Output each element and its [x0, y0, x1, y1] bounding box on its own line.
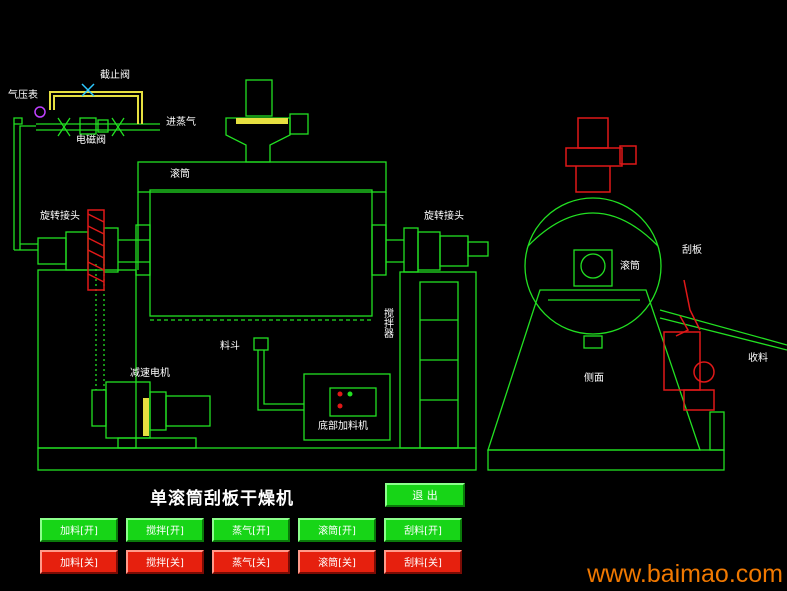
watermark-text: www.baimao.com	[587, 560, 783, 588]
drum-on-button[interactable]: 滚筒[开]	[298, 518, 376, 542]
scraper-label: 刮板	[682, 245, 702, 256]
collect-label: 收料	[748, 353, 768, 364]
drum-off-button[interactable]: 滚筒[关]	[298, 550, 376, 574]
stir-on-button[interactable]: 搅拌[开]	[126, 518, 204, 542]
page-title: 单滚筒刮板干燥机	[150, 489, 294, 509]
scrape-on-button[interactable]: 刮料[开]	[384, 518, 462, 542]
reducer-motor-label: 减速电机	[130, 368, 170, 379]
pressure-gauge-label: 气压表	[8, 90, 38, 101]
bottom-feeder-label: 底部加料机	[318, 421, 368, 432]
hopper-label: 料斗	[220, 341, 240, 352]
rotary-joint-left-label: 旋转接头	[40, 211, 80, 222]
rotary-joint-right-label: 旋转接头	[424, 211, 464, 222]
steam-off-button[interactable]: 蒸气[关]	[212, 550, 290, 574]
feed-on-button[interactable]: 加料[开]	[40, 518, 118, 542]
steam-inlet-label: 进蒸气	[166, 117, 196, 128]
stop-valve-label: 截止阀	[100, 70, 130, 81]
steam-on-button[interactable]: 蒸气[开]	[212, 518, 290, 542]
solenoid-valve-label: 电磁阀	[76, 135, 106, 146]
drum-side-label: 滚筒	[620, 261, 640, 272]
feed-off-button[interactable]: 加料[关]	[40, 550, 118, 574]
side-view-label: 侧面	[584, 373, 604, 384]
exit-button[interactable]: 退 出	[385, 483, 465, 507]
scrape-off-button[interactable]: 刮料[关]	[384, 550, 462, 574]
stir-off-button[interactable]: 搅拌[关]	[126, 550, 204, 574]
stirrer-label: 搅拌器	[384, 309, 394, 340]
drum-top-label: 滚筒	[170, 169, 190, 180]
